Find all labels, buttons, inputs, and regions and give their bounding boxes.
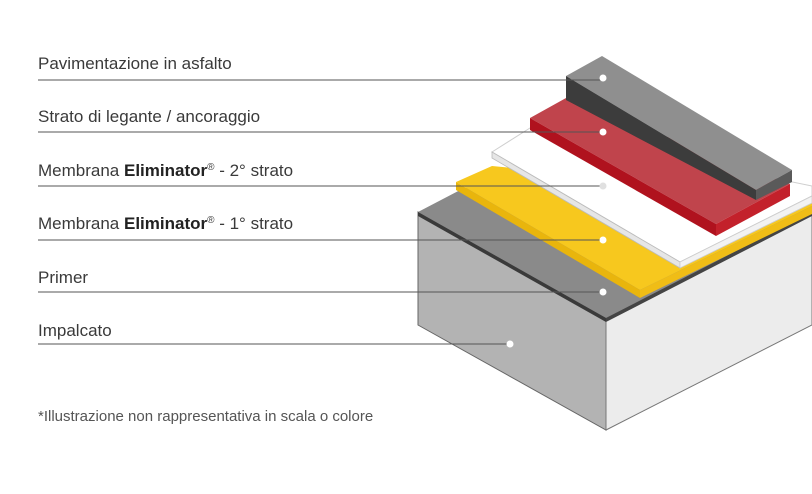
label-binder: Strato di legante / ancoraggio xyxy=(38,107,261,126)
binder-top xyxy=(530,98,790,224)
asphalt-top xyxy=(566,56,792,190)
dot-binder xyxy=(599,128,607,136)
binder-right xyxy=(716,184,790,236)
asphalt-front xyxy=(566,76,756,200)
primer-right-edge xyxy=(606,212,812,322)
dot-membrane1 xyxy=(599,236,607,244)
binder-layer xyxy=(530,98,790,236)
disclaimer-note: *Illustrazione non rappresentativa in sc… xyxy=(38,408,374,425)
label-membrane-1: Membrana Eliminator® - 1° strato xyxy=(38,214,293,234)
membrane1-prefix: Membrana xyxy=(38,214,124,233)
membrane2-mark: ® xyxy=(207,162,215,173)
asphalt-right xyxy=(756,170,792,200)
dot-asphalt xyxy=(599,74,607,82)
dot-deck xyxy=(506,340,514,348)
membrane2-right xyxy=(679,195,812,269)
leader-lines xyxy=(38,79,603,345)
label-asphalt: Pavimentazione in asfalto xyxy=(38,54,232,73)
dot-primer xyxy=(599,288,607,296)
asphalt-layer xyxy=(566,56,792,200)
membrane1-brand: Eliminator xyxy=(123,214,208,233)
membrane1-mark: ® xyxy=(207,215,215,226)
membrane1-right xyxy=(640,206,812,298)
label-deck: Impalcato xyxy=(38,321,112,340)
label-membrane-2: Membrana Eliminator® - 2° strato xyxy=(38,161,293,181)
binder-front xyxy=(530,118,716,236)
membrane2-brand: Eliminator xyxy=(123,161,208,180)
membrane2-suffix: - 2° strato xyxy=(214,161,294,180)
marker-dots xyxy=(506,74,607,348)
dot-membrane2 xyxy=(599,182,607,190)
membrane1-suffix: - 1° strato xyxy=(214,214,294,233)
membrane2-prefix: Membrana xyxy=(38,161,124,180)
label-primer: Primer xyxy=(38,268,89,287)
